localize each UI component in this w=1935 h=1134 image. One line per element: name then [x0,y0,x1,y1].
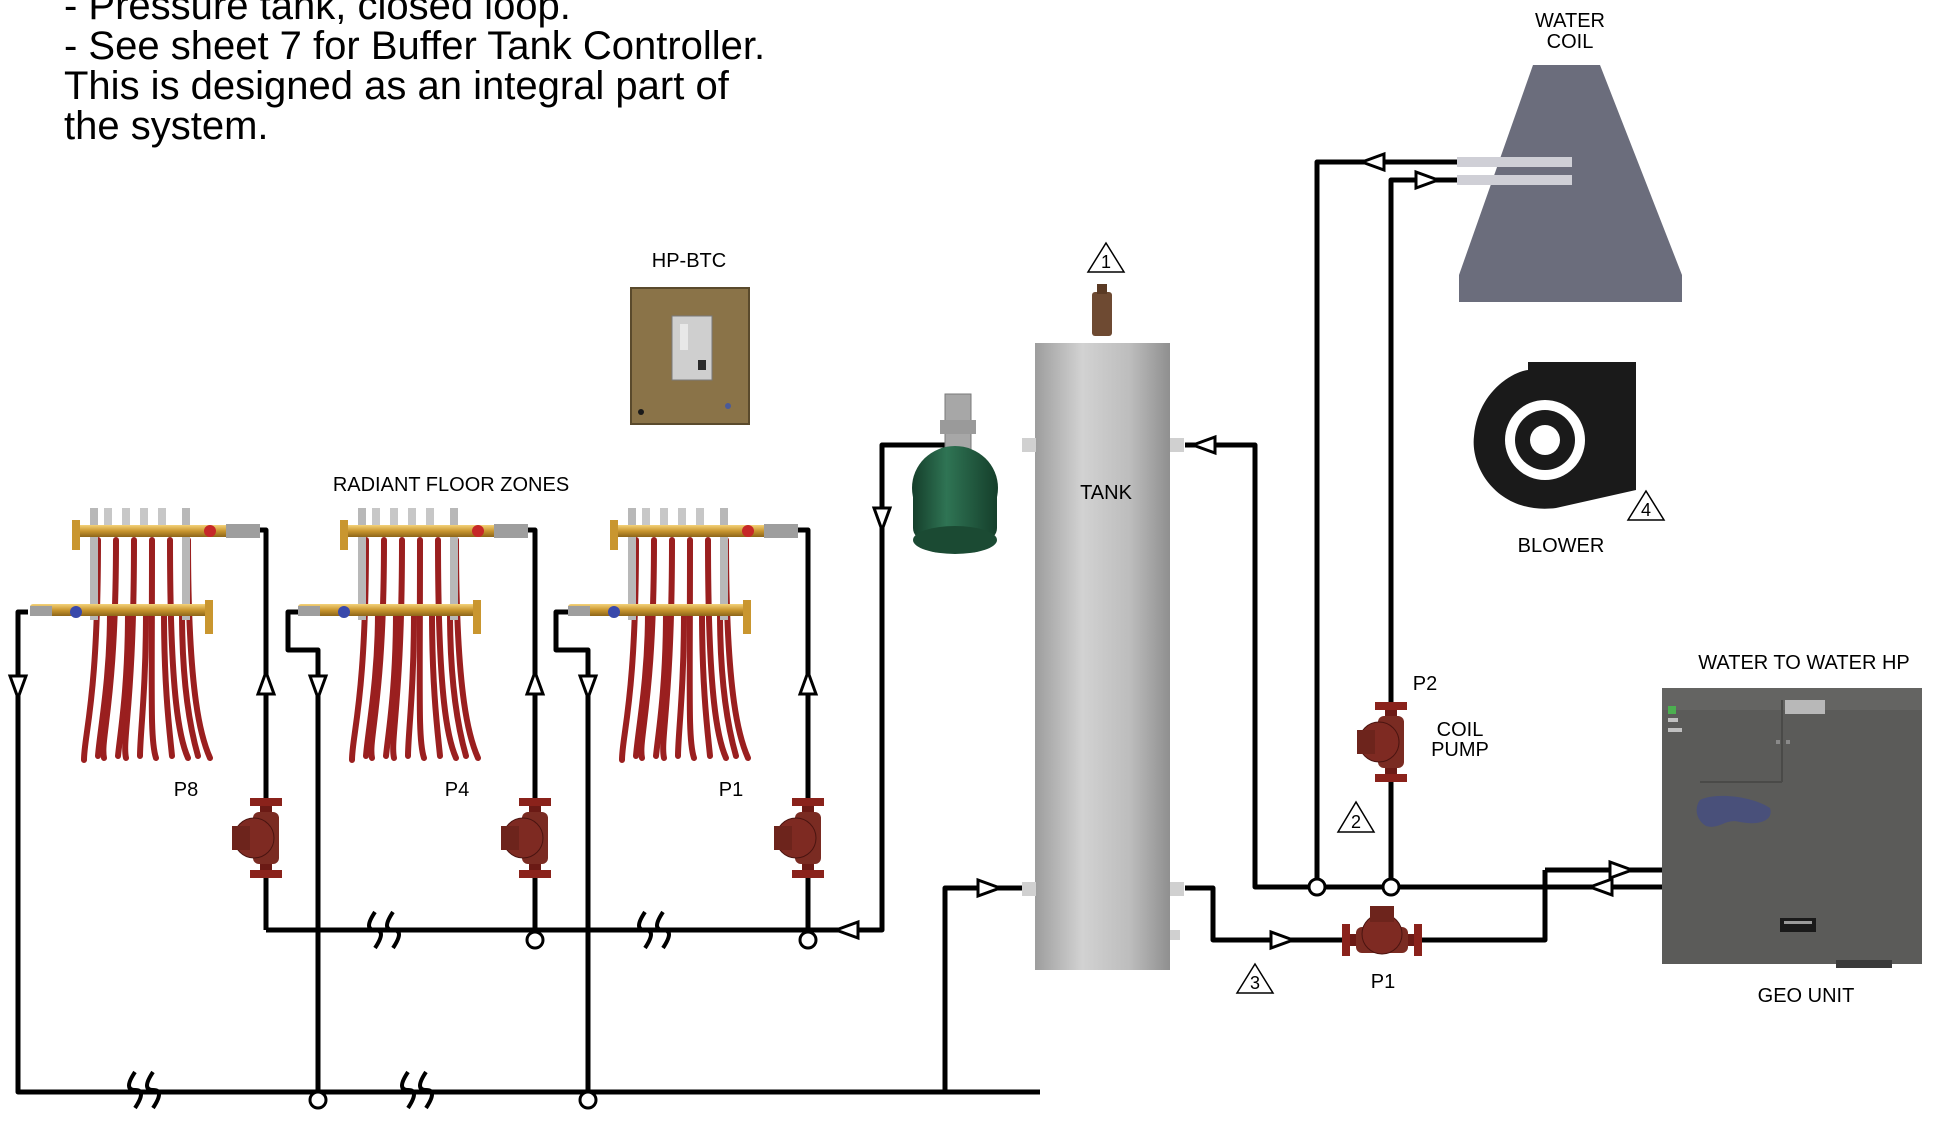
pipe-p8-return [258,527,269,930]
pipe-break-symbols [127,910,671,1110]
main-pump-p1 [1342,906,1422,956]
manifold-zone-p8 [30,508,260,763]
callout-1-triangle [1086,241,1126,273]
zone-p4-label: P4 [445,779,469,801]
expansion-tank [912,393,998,554]
blower [1473,362,1636,509]
water-to-water-hp-label: WATER TO WATER HP [1698,652,1909,674]
manifold-zone-p4 [298,508,528,763]
pipe-coil-return [1314,159,1463,887]
callout-4-triangle [1626,489,1666,521]
buffer-tank [1022,284,1184,970]
note-line-1: - Pressure tank, closed loop. [64,0,571,28]
radiant-floor-zones-label: RADIANT FLOOR ZONES [333,474,569,496]
junctions [308,877,1401,1110]
flow-arrows [7,151,1637,951]
note-line-4: the system. [64,104,269,148]
p2-label: P2 [1413,673,1437,695]
pipe-return-header [266,442,955,933]
zone-pump-p1 [773,797,825,879]
water-coil-label-1: WATER [1535,10,1605,32]
callout-3-number: 3 [1250,973,1260,993]
pipe-p4-supply [285,609,321,1092]
callout-2-number: 2 [1351,812,1361,832]
blower-label: BLOWER [1518,535,1605,557]
pipe-supply-header [942,885,1040,1095]
callout-2-triangle [1336,800,1376,833]
zone-pump-p4 [500,797,552,879]
coil-pump-label-1: COIL [1437,719,1484,741]
geo-unit [1662,688,1922,968]
pipe-tank-lower [1185,885,1548,943]
zone-pump-p8 [231,797,283,879]
note-line-3: This is designed as an integral part of [64,64,729,108]
tank-label: TANK [1080,482,1133,504]
pipe-p8-supply [15,609,1040,1095]
water-coil-label-2: COIL [1547,31,1594,53]
note-line-2: - See sheet 7 for Buffer Tank Controller… [64,24,766,68]
manifold-zone-p1 [568,508,798,763]
coil-pump-label-2: PUMP [1431,739,1489,761]
main-pump-p1-label: P1 [1371,971,1395,993]
geo-unit-label: GEO UNIT [1758,985,1855,1007]
water-coil [1457,65,1682,302]
hp-btc-label: HP-BTC [652,250,726,272]
coil-pump-p2 [1356,701,1408,783]
zone-p8-label: P8 [174,779,198,801]
hp-btc-controller [630,287,750,425]
zone-p1-label: P1 [719,779,743,801]
callouts [1086,241,1666,994]
callout-1-number: 1 [1101,252,1111,272]
callout-4-number: 4 [1641,500,1651,520]
callout-3-triangle [1235,962,1275,994]
pipe-p1-supply [553,609,591,1092]
